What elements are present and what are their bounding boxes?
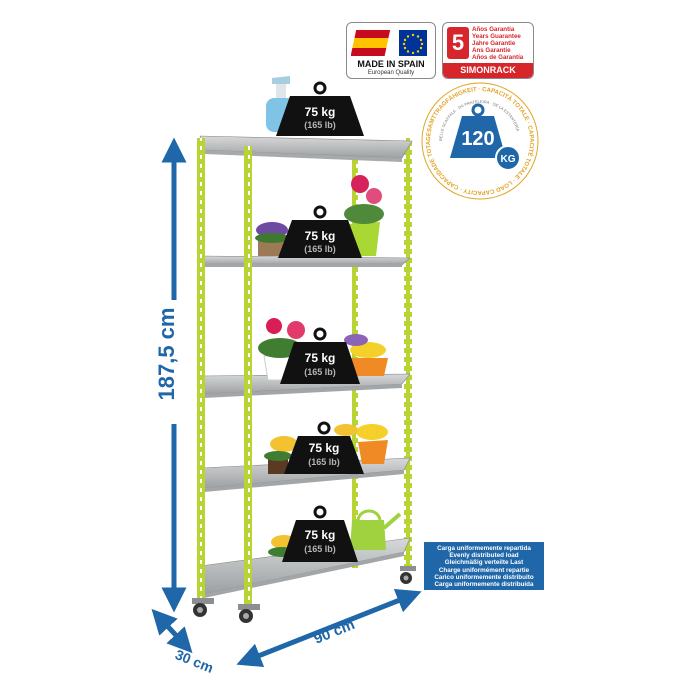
weight-icon: 75 kg (165 lb) xyxy=(282,505,358,562)
guarantee-line: Años Garantía xyxy=(472,26,515,33)
flower-pot-icon xyxy=(258,318,305,381)
load-note-line: Carga uniformemente repartida xyxy=(437,545,531,552)
made-in-spain-badge: MADE IN SPAIN European Quality xyxy=(346,22,436,79)
guarantee-line: Years Guarantee xyxy=(472,33,521,40)
upright-back-right xyxy=(404,138,412,566)
height-label: 187,5 cm xyxy=(154,308,179,401)
width-label: 90 cm xyxy=(311,616,357,648)
weight-icon: 75 kg (165 lb) xyxy=(276,81,364,136)
depth-label: 30 cm xyxy=(173,646,216,676)
depth-dimension: 30 cm xyxy=(151,608,216,676)
caster-wheel-icon xyxy=(192,598,214,617)
shelf-weight-lb: (165 lb) xyxy=(304,120,336,130)
height-dimension: 187,5 cm xyxy=(154,137,188,613)
capacity-value: 120 xyxy=(461,128,494,150)
shelf-weight-lb: (165 lb) xyxy=(304,244,336,254)
shelf-weight-kg: 75 kg xyxy=(309,441,340,455)
upright-front-left xyxy=(197,138,205,608)
load-note: Carga uniformemente repartida Evenly dis… xyxy=(424,542,544,590)
shelf-weight-lb: (165 lb) xyxy=(304,544,336,554)
width-dimension: 90 cm xyxy=(236,588,422,668)
caster-wheel-icon xyxy=(400,566,416,584)
flower-pot-icon xyxy=(334,424,388,464)
made-in-spain-label: MADE IN SPAIN xyxy=(357,59,425,69)
guarantee-line: Ans Garantie xyxy=(472,47,511,54)
capacity-emblem: GESAMTTRAGFÄHIGKEIT · CAPACITÀ TOTALE · … xyxy=(0,0,539,200)
load-note-line: Carga uniformemente distribuída xyxy=(434,581,534,589)
shelf-weight-kg: 75 kg xyxy=(305,351,336,365)
caster-wheel-icon xyxy=(238,604,260,623)
upright-front-left-inner xyxy=(244,146,252,608)
flower-pot-icon xyxy=(344,334,388,376)
flower-pot-icon xyxy=(264,436,298,474)
european-quality-label: European Quality xyxy=(367,70,415,76)
load-note-line: Gleichmäßig verteilte Last xyxy=(444,559,524,567)
weight-icon: 75 kg (165 lb) xyxy=(278,205,362,258)
flower-pot-icon xyxy=(255,222,289,256)
guarantee-badge: 5 Años Garantía Years Guarantee Jahre Ga… xyxy=(442,22,534,79)
load-note-line: Carico uniformemente distribuito xyxy=(434,573,534,581)
guarantee-line: Años de Garantía xyxy=(472,54,524,61)
guarantee-line: Jahre Garantie xyxy=(472,40,516,47)
shelf-weight-lb: (165 lb) xyxy=(304,367,336,377)
flag-icon xyxy=(351,30,427,56)
dimension-arrow-icon xyxy=(236,588,422,668)
load-note-line: Evenly distributed load xyxy=(449,552,519,560)
capacity-unit: KG xyxy=(501,154,516,165)
brand-label: SIMONRACK xyxy=(443,63,533,78)
shelf-weight-kg: 75 kg xyxy=(305,229,336,243)
watering-can-icon xyxy=(350,509,402,550)
weight-icon: 75 kg (165 lb) xyxy=(284,421,364,474)
dimension-arrow-icon xyxy=(151,608,193,654)
eu-flag-icon xyxy=(399,30,427,56)
shelf-weight-lb: (165 lb) xyxy=(308,457,340,467)
load-note-line: Charge uniformément repartie xyxy=(438,566,530,574)
shelf-weight-kg: 75 kg xyxy=(305,528,336,542)
weight-icon xyxy=(450,103,506,158)
shelf-weight-kg: 75 kg xyxy=(305,105,336,119)
weight-icon: 75 kg (165 lb) xyxy=(280,327,360,384)
guarantee-years: 5 xyxy=(447,27,469,59)
shelf xyxy=(199,135,413,162)
